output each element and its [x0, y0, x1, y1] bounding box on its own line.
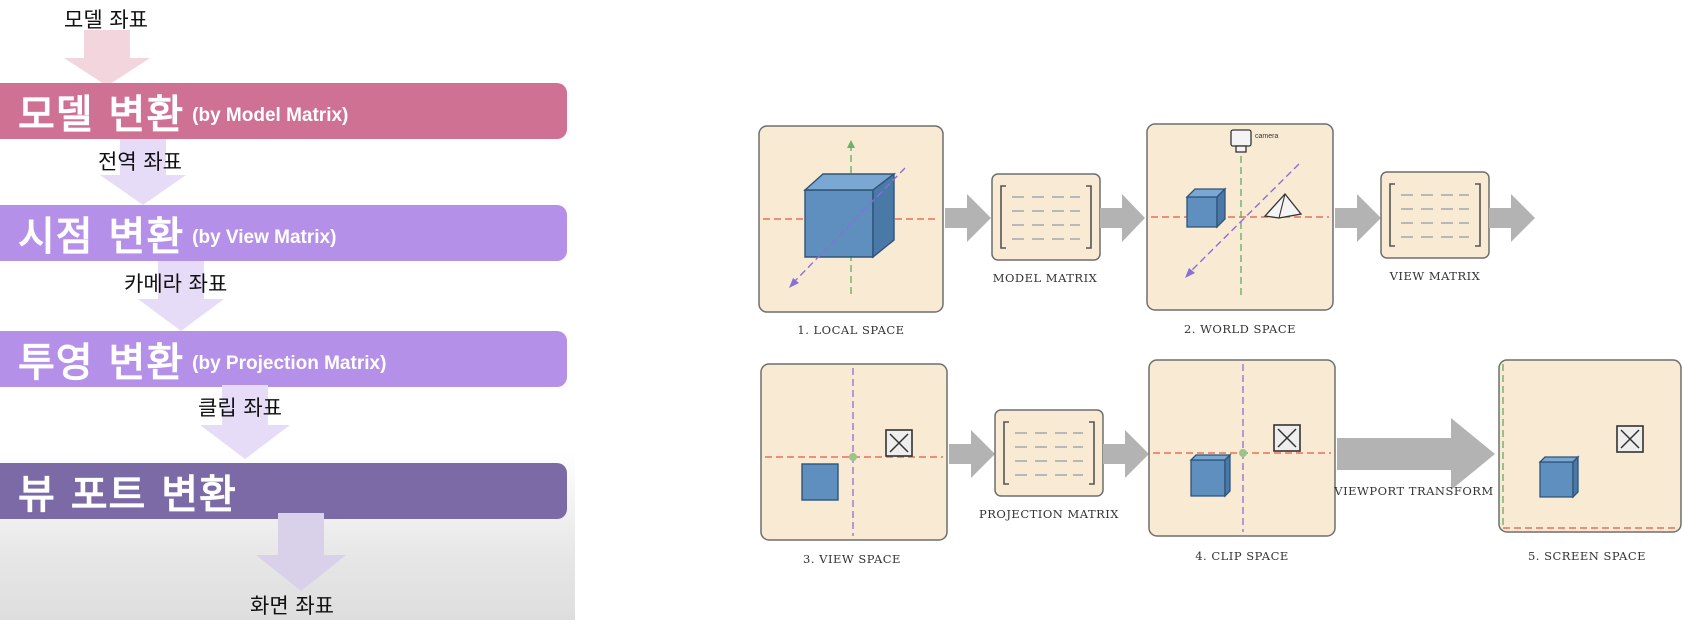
arrow-icon: [949, 430, 995, 478]
down-arrow-icon: [256, 513, 346, 591]
world-space-caption: 2. WORLD SPACE: [1184, 322, 1296, 336]
stage-model-transform: 모델 변환 (by Model Matrix): [0, 83, 567, 139]
arrow-icon: [1100, 194, 1145, 242]
screen-space-caption: 5. SCREEN SPACE: [1528, 549, 1646, 563]
world-space-panel: camera: [1146, 123, 1334, 311]
coordinate-spaces-diagram: 1. LOCAL SPACE MODEL MATRIX camera 2. WO…: [758, 123, 1682, 566]
arrow-icon: [1103, 430, 1149, 478]
local-space-panel: [758, 125, 944, 313]
cube-icon: [801, 463, 839, 501]
camera-icon: [1230, 129, 1252, 153]
crossed-box-icon: [1273, 424, 1301, 452]
stage-view-transform: 시점 변환 (by View Matrix): [0, 205, 567, 261]
screen-space-panel: [1498, 359, 1682, 533]
stage-title: 모델 변환: [18, 92, 185, 138]
pipeline-panel: 모델 좌표 모델 변환 (by Model Matrix) 전역 좌표 시점 변…: [0, 0, 575, 620]
arrow-icon: [1489, 194, 1535, 242]
camera-caption: camera: [1255, 133, 1278, 140]
coord-label-world: 전역 좌표: [98, 150, 182, 174]
projection-matrix-icon: [994, 409, 1104, 497]
view-space-caption: 3. VIEW SPACE: [803, 552, 901, 566]
viewport-transform-caption: VIEWPORT TRANSFORM: [1333, 484, 1493, 498]
coord-label-model: 모델 좌표: [64, 8, 148, 32]
stage-projection-transform: 투영 변환 (by Projection Matrix): [0, 331, 567, 387]
view-matrix-icon: [1380, 171, 1490, 259]
down-arrow-icon: [138, 261, 224, 331]
model-matrix-icon: [991, 173, 1101, 261]
cube-icon: [803, 172, 897, 259]
crossed-box-icon: [885, 429, 913, 457]
coord-label-camera: 카메라 좌표: [124, 272, 228, 296]
model-matrix-caption: MODEL MATRIX: [993, 271, 1098, 285]
cube-icon: [1185, 187, 1227, 229]
arrow-icon: [945, 194, 991, 242]
view-matrix-caption: VIEW MATRIX: [1389, 269, 1481, 283]
clip-space-panel: [1148, 359, 1336, 537]
local-space-caption: 1. LOCAL SPACE: [797, 323, 904, 337]
coord-label-clip: 클립 좌표: [198, 396, 282, 420]
cube-icon: [1538, 455, 1580, 499]
view-space-panel: [760, 363, 948, 541]
stage-title: 뷰 포트 변환: [18, 472, 237, 518]
stage-viewport-transform: 뷰 포트 변환: [0, 463, 567, 519]
down-arrow-icon: [200, 385, 290, 459]
clip-space-caption: 4. CLIP SPACE: [1195, 549, 1289, 563]
arrow-icon: [1335, 194, 1381, 242]
down-arrow-icon: [100, 139, 186, 205]
pyramid-icon: [1263, 192, 1303, 219]
stage-subtitle: (by View Matrix): [192, 227, 337, 248]
cube-icon: [1189, 453, 1232, 498]
stage-title: 시점 변환: [18, 214, 185, 260]
down-arrow-icon: [64, 30, 150, 86]
projection-matrix-caption: PROJECTION MATRIX: [979, 507, 1119, 521]
stage-title: 투영 변환: [18, 340, 185, 386]
stage-subtitle: (by Projection Matrix): [192, 353, 387, 374]
coord-label-screen: 화면 좌표: [250, 594, 334, 618]
viewport-arrow-icon: [1337, 418, 1495, 490]
crossed-box-icon: [1616, 425, 1644, 453]
stage-subtitle: (by Model Matrix): [192, 105, 349, 126]
